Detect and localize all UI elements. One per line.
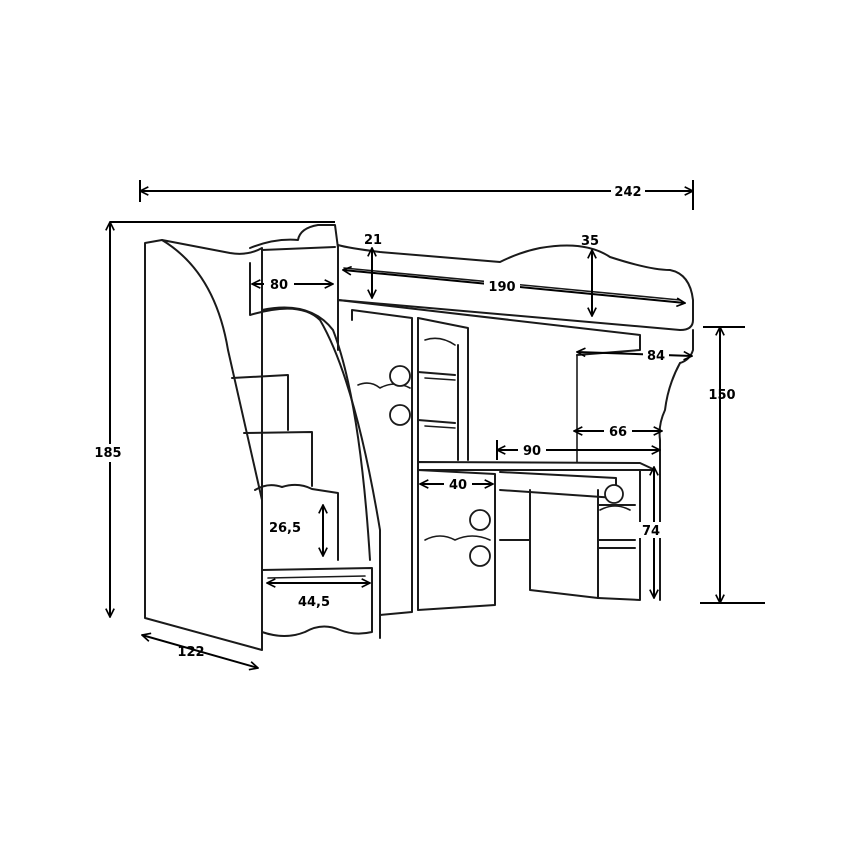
dim-line-bed-depth xyxy=(577,352,692,356)
dimension-lines xyxy=(110,180,765,668)
label-rail-height: 35 xyxy=(581,234,599,249)
desk-drawer-wave xyxy=(424,535,491,541)
label-stair-width: 80 xyxy=(270,278,288,293)
label-step-height: 26,5 xyxy=(269,521,301,536)
wardrobe-knob-bottom xyxy=(389,404,411,426)
bed-side-rail xyxy=(337,244,694,331)
label-desk-height: 74 xyxy=(642,524,660,539)
stair-curved-edge xyxy=(161,239,263,501)
stair-top-board xyxy=(249,224,339,249)
shelf-unit xyxy=(417,317,469,461)
wardrobe-door xyxy=(351,309,413,616)
desk-right-wave xyxy=(599,505,631,511)
stair-step-drawer xyxy=(261,567,373,637)
wardrobe-knob-top xyxy=(389,365,411,387)
drawer-knob-bottom xyxy=(469,545,491,567)
stair-step-1 xyxy=(231,374,289,431)
label-desk-length: 90 xyxy=(523,444,541,459)
stair-step-2 xyxy=(243,431,313,487)
bed-end-post xyxy=(658,329,694,601)
label-bed-clearance: 150 xyxy=(708,388,735,403)
stair-front-curve xyxy=(249,246,381,639)
label-rail: 21 xyxy=(364,233,382,248)
shelf-lines xyxy=(424,337,456,429)
label-drawer-width: 40 xyxy=(449,478,467,493)
bed-base-plank xyxy=(337,299,641,356)
right-drawer-knob xyxy=(604,484,624,504)
dimension-labels: 242 185 122 80 21 35 190 150 84 66 90 40… xyxy=(92,183,736,660)
desk-top xyxy=(417,461,656,471)
label-bed-length: 190 xyxy=(488,280,515,295)
stair-step-3 xyxy=(254,483,339,561)
label-total-length: 242 xyxy=(614,185,641,200)
stair-step-drawer-top xyxy=(267,575,366,579)
desk-drawer-unit xyxy=(417,469,496,611)
label-desk-depth: 66 xyxy=(609,425,627,440)
desk-pedestal xyxy=(529,489,599,599)
drawer-knob-top xyxy=(469,509,491,531)
stair-side-panel xyxy=(144,239,263,651)
label-depth: 122 xyxy=(177,645,204,660)
label-bed-depth: 84 xyxy=(647,349,665,364)
stair-inner-curve xyxy=(261,306,371,561)
dim-line-depth xyxy=(142,635,258,668)
label-total-height: 185 xyxy=(94,446,121,461)
label-step-depth: 44,5 xyxy=(298,595,330,610)
